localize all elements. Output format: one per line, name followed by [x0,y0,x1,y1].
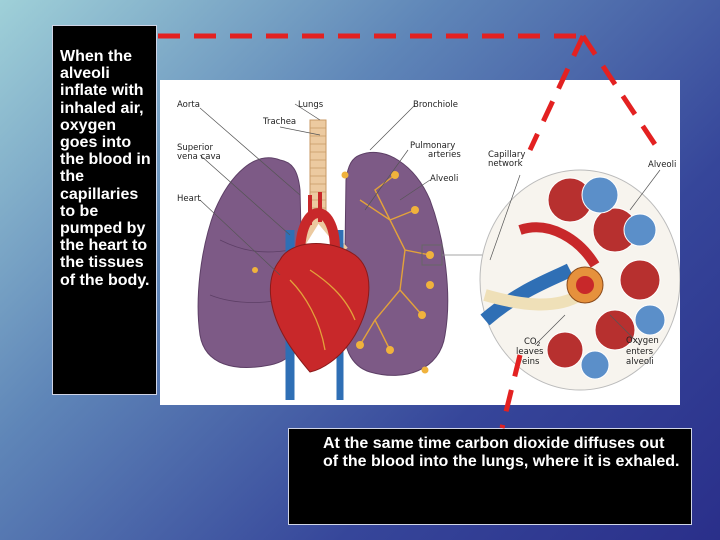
label-alveoli-left: Alveoli [430,174,458,184]
left-caption-box: When the alveoli inflate with inhaled ai… [52,25,157,395]
label-capillary-network-2: network [488,159,523,169]
label-aorta: Aorta [177,100,200,110]
label-alveoli-right: Alveoli [648,160,676,170]
label-co2-3: veins [517,357,540,367]
left-caption-text: When the alveoli inflate with inhaled ai… [60,48,151,289]
label-superior-vena-cava-2: vena cava [177,152,221,162]
lung-heart-diagram: Aorta Lungs Bronchiole Trachea Superior … [160,80,680,405]
label-trachea: Trachea [262,117,296,127]
label-bronchiole: Bronchiole [413,100,458,110]
label-pulmonary-arteries-2: arteries [428,150,461,160]
bottom-caption-text: At the same time carbon dioxide diffuses… [323,435,679,470]
label-lungs: Lungs [298,100,324,110]
label-heart: Heart [177,194,201,204]
label-co2-2: leaves [516,347,544,357]
label-oxygen-3: alveoli [626,357,654,367]
label-oxygen-1: Oxygen [626,336,659,346]
bottom-caption-box: At the same time carbon dioxide diffuses… [288,428,692,525]
label-oxygen-2: enters [626,347,654,357]
